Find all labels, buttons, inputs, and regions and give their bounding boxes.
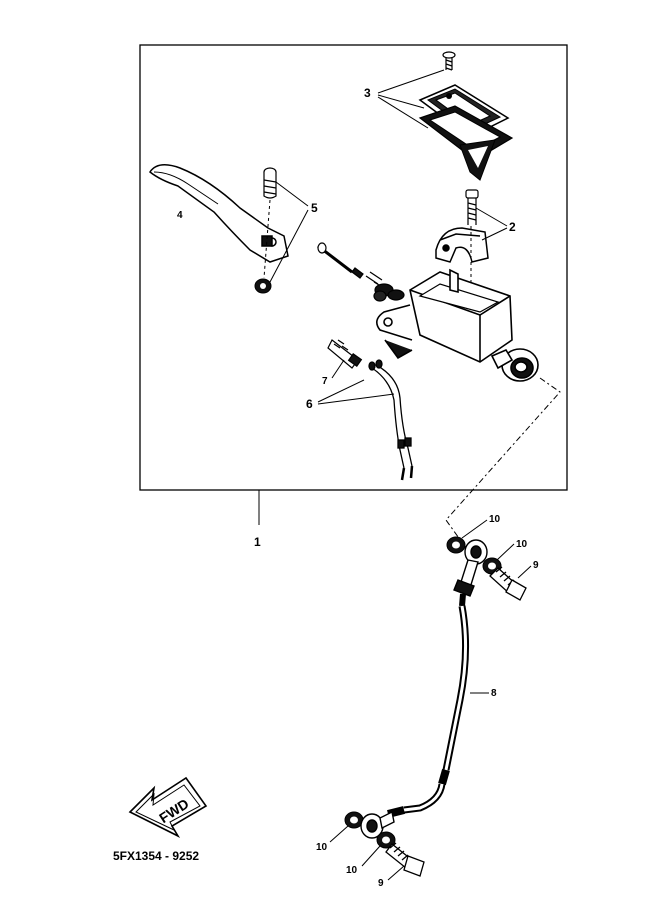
piston-kit [317, 242, 405, 302]
brake-lever [148, 164, 289, 263]
cap-screw [442, 51, 456, 71]
lever-nut [254, 278, 272, 294]
callout-4: 4 [177, 210, 183, 221]
callout-10-b: 10 [516, 539, 528, 550]
holder-screw [465, 189, 479, 225]
lever-bolt-dash [263, 199, 271, 279]
lower-labels-leaders [329, 825, 405, 881]
callout-3: 3 [364, 86, 371, 100]
lower-washer-right [376, 831, 396, 849]
callout-7: 7 [322, 376, 328, 387]
upper-union-bolt [489, 566, 527, 601]
callout-5: 5 [311, 201, 318, 215]
callout-9-a: 9 [533, 560, 539, 571]
leader-5 [269, 181, 309, 283]
diaphragm [418, 105, 514, 181]
callout-10-a: 10 [489, 514, 501, 525]
fwd-arrow-icon [128, 776, 208, 838]
assembly-box [139, 44, 568, 491]
callout-10-c: 10 [316, 842, 328, 853]
leader-3 [377, 69, 445, 129]
lower-banjo [360, 810, 395, 839]
diagram-code: 5FX1354 - 9252 [113, 849, 199, 863]
leader-2 [475, 207, 508, 241]
leader-6 [317, 379, 395, 405]
upper-washer-left [446, 536, 466, 554]
callout-9-b: 9 [378, 878, 384, 889]
callout-2: 2 [509, 220, 516, 234]
brake-switch [327, 339, 363, 369]
handlebar-holder [435, 227, 489, 263]
connection-line [445, 377, 561, 549]
callout-6: 6 [306, 397, 313, 411]
master-cylinder-body [376, 268, 539, 382]
leader-7 [331, 359, 345, 379]
lever-bolt [263, 167, 277, 199]
switch-wiring [368, 359, 414, 481]
lower-union-bolt [385, 842, 425, 877]
lower-washer-left [344, 811, 364, 829]
upper-banjo [453, 539, 488, 597]
callout-1: 1 [254, 535, 261, 549]
callout-10-d: 10 [346, 865, 358, 876]
upper-labels-leaders [461, 519, 532, 579]
brake-hose [387, 593, 470, 818]
callout-8: 8 [491, 688, 497, 699]
